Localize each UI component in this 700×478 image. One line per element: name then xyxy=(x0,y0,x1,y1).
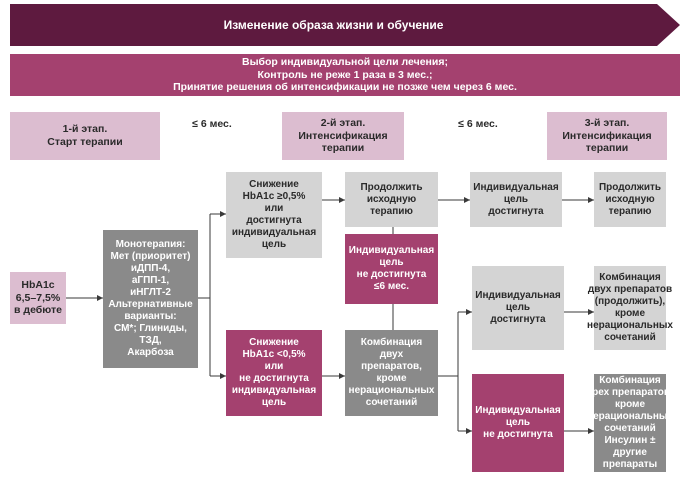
goal-reached-box-1: Индивидуальная цель достигнута xyxy=(470,172,562,227)
interval-1-label: ≤ 6 мес. xyxy=(192,118,232,130)
goal-reached-box-2: Индивидуальная цель достигнута xyxy=(472,266,564,350)
goal-not-reached-6m-box: Индивидуальная цель не достигнута ≤6 мес… xyxy=(345,234,438,304)
decrease-ok-box: Снижение HbA1c ≥0,5% или достигнута инди… xyxy=(226,172,322,258)
interval-2-label: ≤ 6 мес. xyxy=(458,118,498,130)
stage-1-box: 1-й этап. Старт терапии xyxy=(10,112,160,160)
goal-not-reached-box: Индивидуальная цель не достигнута xyxy=(472,374,564,472)
combo-three-box: Комбинация трех препаратов, кроме нераци… xyxy=(587,374,673,472)
stage-2-box: 2-й этап. Интенсификация терапии xyxy=(282,112,404,160)
monotherapy-box: Монотерапия: Мет (приоритет) иДПП-4, аГП… xyxy=(103,230,198,368)
continue-therapy-box-1: Продолжить исходную терапию xyxy=(345,172,438,227)
stage-3-box: 3-й этап. Интенсификация терапии xyxy=(547,112,667,160)
combo-two-box: Комбинация двух препаратов, кроме нераци… xyxy=(345,330,438,416)
goal-selection-box: Выбор индивидуальной цели лечения; Контр… xyxy=(10,54,680,96)
decrease-fail-box: Снижение HbA1c <0,5% или не достигнута и… xyxy=(226,330,322,416)
combo-two-continue-box: Комбинация двух препаратов (продолжить),… xyxy=(587,266,673,350)
continue-therapy-box-2: Продолжить исходную терапию xyxy=(594,172,666,227)
lifestyle-banner-text: Изменение образа жизни и обучение xyxy=(223,17,444,32)
hba1c-start-box: HbA1c 6,5–7,5% в дебюте xyxy=(10,272,66,324)
banner-arrow xyxy=(10,4,680,46)
